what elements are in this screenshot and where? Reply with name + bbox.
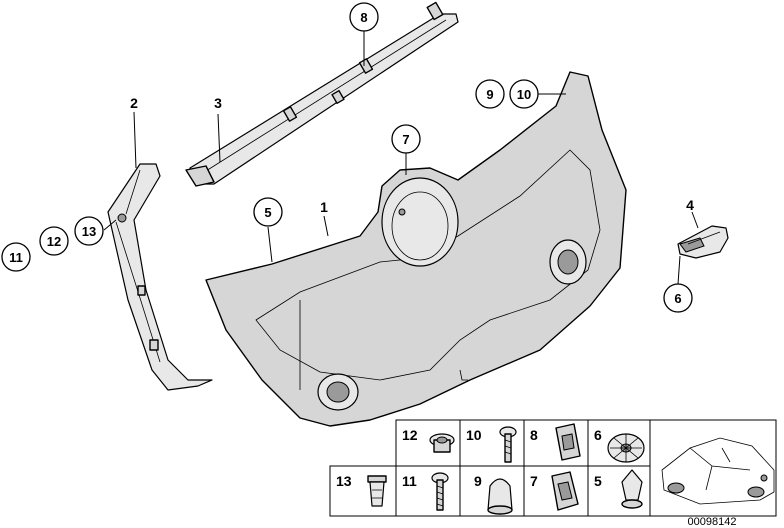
small-cover-part bbox=[677, 225, 729, 259]
tailgate-trim-panel bbox=[205, 71, 627, 427]
callout-11: 11 bbox=[1, 242, 31, 272]
callout-10: 10 bbox=[509, 79, 539, 109]
grid-label-5: 5 bbox=[594, 473, 602, 489]
callout-6: 6 bbox=[663, 283, 693, 313]
hardware-grid: 12 10 8 6 13 11 9 7 5 bbox=[329, 419, 777, 517]
grid-label-7: 7 bbox=[530, 473, 538, 489]
plug-cap-icon bbox=[487, 478, 513, 515]
reference-number: 00098142 bbox=[688, 516, 737, 528]
callout-8: 8 bbox=[349, 2, 379, 32]
grid-label-11: 11 bbox=[402, 473, 417, 489]
callout-12-text: 12 bbox=[47, 234, 61, 249]
screw-icon bbox=[499, 426, 517, 463]
label-4: 4 bbox=[686, 197, 694, 213]
callout-8-text: 8 bbox=[360, 10, 367, 25]
callout-13: 13 bbox=[74, 216, 104, 246]
grid-label-12: 12 bbox=[402, 427, 418, 443]
callout-5: 5 bbox=[253, 197, 283, 227]
callout-5-text: 5 bbox=[264, 205, 271, 220]
round-clip-icon bbox=[607, 433, 645, 463]
callout-7-text: 7 bbox=[402, 132, 409, 147]
label-1: 1 bbox=[320, 199, 328, 215]
callout-9-text: 9 bbox=[486, 87, 493, 102]
grid-label-8: 8 bbox=[530, 427, 538, 443]
grid-label-9: 9 bbox=[474, 473, 482, 489]
callout-12: 12 bbox=[39, 226, 69, 256]
callout-6-text: 6 bbox=[674, 291, 681, 306]
expanding-nut-icon bbox=[367, 475, 387, 507]
push-rivet-icon bbox=[621, 469, 643, 509]
clip-nut-icon bbox=[555, 423, 581, 461]
car-thumbnail-icon bbox=[661, 437, 775, 505]
label-3: 3 bbox=[214, 95, 222, 111]
callout-10-text: 10 bbox=[517, 87, 531, 102]
label-2: 2 bbox=[130, 95, 138, 111]
callout-13-text: 13 bbox=[82, 224, 96, 239]
callout-11-text: 11 bbox=[9, 250, 23, 265]
leader-lines bbox=[103, 31, 699, 285]
bolt-icon bbox=[431, 472, 449, 511]
grid-label-10: 10 bbox=[466, 427, 482, 443]
grid-label-6: 6 bbox=[594, 427, 602, 443]
grid-label-13: 13 bbox=[336, 473, 352, 489]
spring-clip-icon bbox=[551, 471, 579, 511]
callout-7: 7 bbox=[391, 124, 421, 154]
grommet-icon bbox=[429, 433, 455, 453]
side-pillar-trim bbox=[107, 163, 213, 391]
upper-trim-strip bbox=[185, 1, 459, 187]
callout-9: 9 bbox=[475, 79, 505, 109]
